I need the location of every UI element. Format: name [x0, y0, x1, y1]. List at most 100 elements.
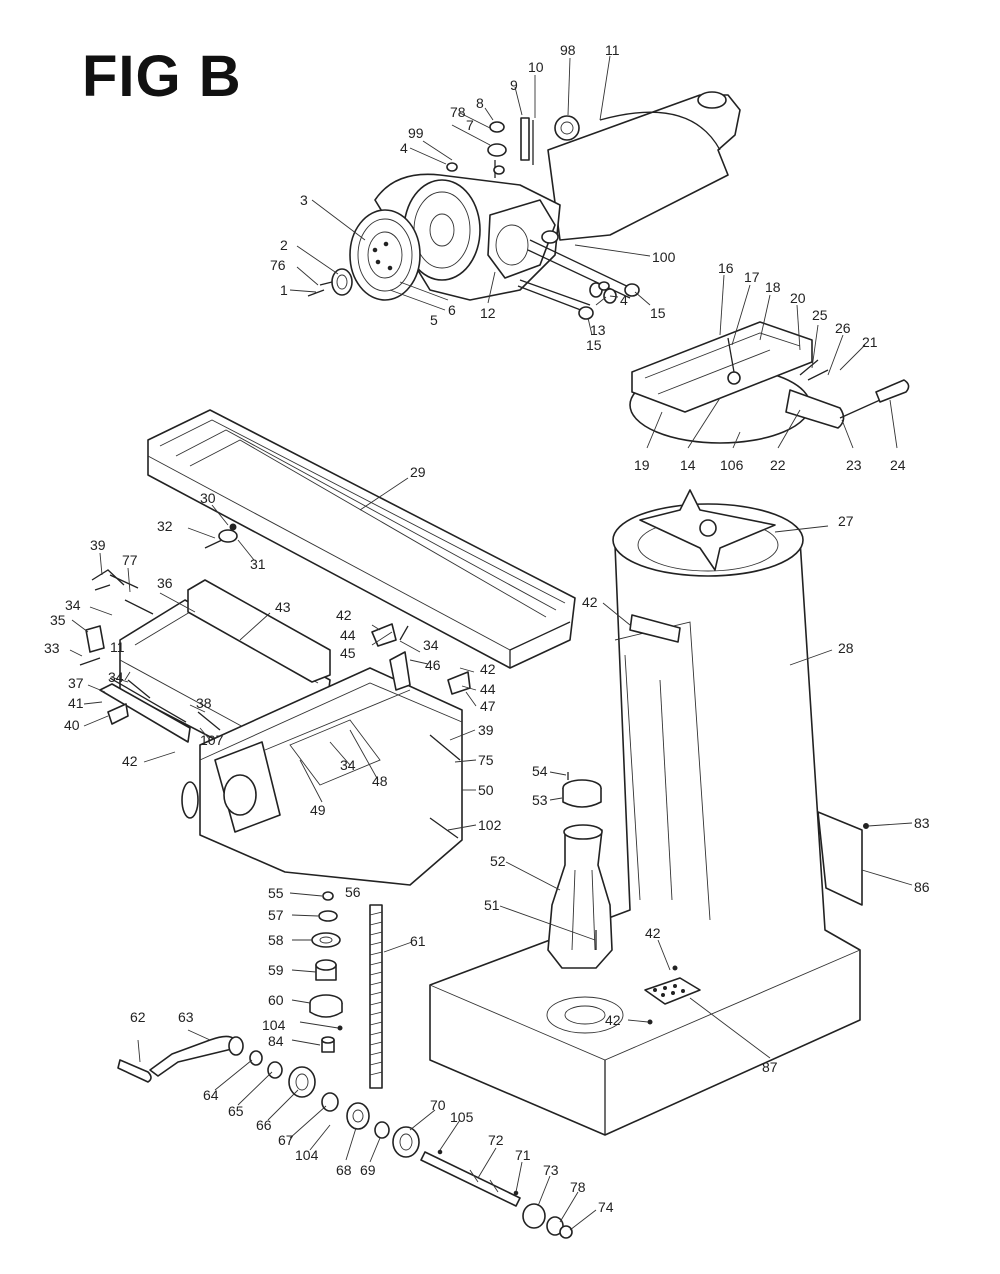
- callout-44: 44: [480, 681, 496, 697]
- callout-53: 53: [532, 792, 548, 808]
- callout-13: 13: [590, 322, 606, 338]
- callout-1: 1: [280, 282, 288, 298]
- callout-83: 83: [914, 815, 930, 831]
- callout-42: 42: [122, 753, 138, 769]
- callout-78: 78: [450, 104, 466, 120]
- callout-62: 62: [130, 1009, 146, 1025]
- callout-107: 107: [200, 732, 224, 748]
- callout-44: 44: [340, 627, 356, 643]
- callout-25: 25: [812, 307, 828, 323]
- callout-22: 22: [770, 457, 786, 473]
- callout-67: 67: [278, 1132, 294, 1148]
- callout-42: 42: [336, 607, 352, 623]
- callout-15: 15: [650, 305, 666, 321]
- callout-11: 11: [110, 639, 125, 655]
- callout-9: 9: [510, 77, 518, 93]
- callout-52: 52: [490, 853, 506, 869]
- elevating-screw-housing: [547, 772, 613, 969]
- callout-69: 69: [360, 1162, 376, 1178]
- callout-74: 74: [598, 1199, 614, 1215]
- callout-5: 5: [430, 312, 438, 328]
- callout-27: 27: [838, 513, 854, 529]
- callout-87: 87: [762, 1059, 778, 1075]
- callout-63: 63: [178, 1009, 194, 1025]
- callout-106: 106: [720, 457, 744, 473]
- callout-34: 34: [340, 757, 356, 773]
- callout-61: 61: [410, 933, 426, 949]
- callout-19: 19: [634, 457, 650, 473]
- column-assembly: [429, 489, 869, 1136]
- callout-15: 15: [586, 337, 602, 353]
- callout-16: 16: [718, 260, 734, 276]
- callout-40: 40: [64, 717, 80, 733]
- callout-48: 48: [372, 773, 388, 789]
- callout-42: 42: [605, 1012, 621, 1028]
- elevating-shaft-assembly: [117, 891, 573, 1239]
- callout-76: 76: [270, 257, 286, 273]
- callout-45: 45: [340, 645, 356, 661]
- callout-98: 98: [560, 42, 576, 58]
- callout-75: 75: [478, 752, 494, 768]
- callout-49: 49: [310, 802, 326, 818]
- callout-34: 34: [65, 597, 81, 613]
- callout-55: 55: [268, 885, 284, 901]
- callout-104: 104: [262, 1017, 286, 1033]
- callout-100: 100: [652, 249, 676, 265]
- callout-33: 33: [44, 640, 60, 656]
- callout-99: 99: [408, 125, 424, 141]
- callout-77: 77: [122, 552, 138, 568]
- callout-41: 41: [68, 695, 84, 711]
- callout-39: 39: [478, 722, 494, 738]
- callout-34: 34: [423, 637, 439, 653]
- callout-4: 4: [400, 140, 408, 156]
- callout-102: 102: [478, 817, 502, 833]
- callout-68: 68: [336, 1162, 352, 1178]
- callout-71: 71: [515, 1147, 531, 1163]
- callout-37: 37: [68, 675, 84, 691]
- callout-64: 64: [203, 1087, 219, 1103]
- callout-46: 46: [425, 657, 441, 673]
- callout-36: 36: [157, 575, 173, 591]
- callout-56: 56: [345, 884, 361, 900]
- callout-4: 4: [620, 292, 628, 308]
- callout-30: 30: [200, 490, 216, 506]
- callout-7: 7: [466, 117, 474, 133]
- callout-10: 10: [528, 59, 544, 75]
- callout-57: 57: [268, 907, 284, 923]
- callout-21: 21: [862, 334, 878, 350]
- callout-70: 70: [430, 1097, 446, 1113]
- callout-17: 17: [744, 269, 760, 285]
- callout-31: 31: [250, 556, 266, 572]
- callout-72: 72: [488, 1132, 504, 1148]
- callout-39: 39: [90, 537, 106, 553]
- callout-6: 6: [448, 302, 456, 318]
- callout-29: 29: [410, 464, 426, 480]
- callout-23: 23: [846, 457, 862, 473]
- callout-28: 28: [838, 640, 854, 656]
- callout-58: 58: [268, 932, 284, 948]
- callout-47: 47: [480, 698, 496, 714]
- callout-42: 42: [480, 661, 496, 677]
- knee-assembly: [181, 623, 471, 886]
- table-assembly: [147, 409, 576, 669]
- figure-title: FIG B: [82, 44, 242, 109]
- callout-66: 66: [256, 1117, 272, 1133]
- callout-26: 26: [835, 320, 851, 336]
- callout-38: 38: [196, 695, 212, 711]
- callout-43: 43: [275, 599, 291, 615]
- callout-105: 105: [450, 1109, 474, 1125]
- callout-35: 35: [50, 612, 66, 628]
- callout-104: 104: [295, 1147, 319, 1163]
- callout-60: 60: [268, 992, 284, 1008]
- callout-2: 2: [280, 237, 288, 253]
- callout-84: 84: [268, 1033, 284, 1049]
- callout-20: 20: [790, 290, 806, 306]
- callout-78: 78: [570, 1179, 586, 1195]
- callout-42: 42: [582, 594, 598, 610]
- callout-34: 34: [108, 669, 124, 685]
- callout-54: 54: [532, 763, 548, 779]
- turret-assembly: [629, 321, 910, 444]
- callout-18: 18: [765, 279, 781, 295]
- callout-51: 51: [484, 897, 500, 913]
